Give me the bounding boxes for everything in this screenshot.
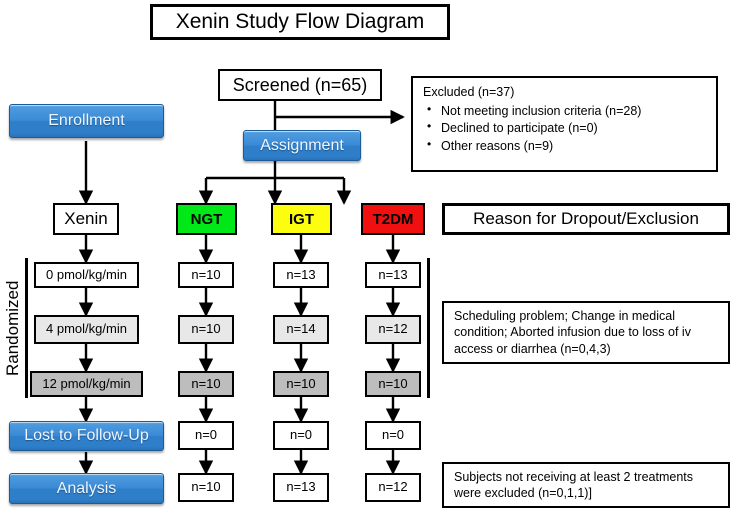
count-t2dm-dose-2: n=12 — [365, 315, 421, 344]
final-exclusion-text: Subjects not receiving at least 2 treatm… — [454, 469, 694, 501]
group-header-t2dm: T2DM — [361, 203, 425, 235]
count-igt-dose-1: n=13 — [273, 262, 329, 288]
stage-lost-to-follow-up[interactable]: Lost to Follow-Up — [9, 421, 164, 451]
page-title: Xenin Study Flow Diagram — [150, 4, 450, 40]
stage-enrollment[interactable]: Enrollment — [9, 104, 164, 138]
count-ngt-lost: n=0 — [178, 421, 234, 450]
list-item: Not meeting inclusion criteria (n=28) — [423, 102, 708, 120]
excluded-header: Excluded (n=37) — [423, 85, 515, 99]
group-bracket-right — [427, 258, 430, 398]
count-ngt-dose-3: n=10 — [178, 371, 234, 397]
count-ngt-dose-1: n=10 — [178, 262, 234, 288]
count-igt-lost: n=0 — [273, 421, 329, 450]
reason-for-dropout-header: Reason for Dropout/Exclusion — [442, 203, 730, 235]
dose-label-row-3: 12 pmol/kg/min — [30, 371, 143, 397]
randomized-bracket — [25, 258, 28, 398]
count-igt-dose-2: n=14 — [273, 315, 329, 344]
xenin-box: Xenin — [53, 203, 119, 235]
excluded-reason-list: Not meeting inclusion criteria (n=28) De… — [423, 102, 708, 155]
excluded-panel: Excluded (n=37) Not meeting inclusion cr… — [411, 76, 718, 172]
stage-assignment[interactable]: Assignment — [243, 130, 361, 161]
dropout-reason-note: Scheduling problem; Change in medical co… — [442, 301, 730, 364]
count-t2dm-dose-3: n=10 — [365, 371, 421, 397]
count-igt-dose-3: n=10 — [273, 371, 329, 397]
randomized-label: Randomized — [3, 280, 22, 376]
screened-box: Screened (n=65) — [218, 69, 382, 101]
dose-label-row-1: 0 pmol/kg/min — [34, 262, 139, 288]
group-header-igt: IGT — [271, 203, 332, 235]
count-igt-analysis: n=13 — [273, 473, 329, 502]
dropout-reason-text: Scheduling problem; Change in medical co… — [454, 308, 691, 356]
final-exclusion-note: Subjects not receiving at least 2 treatm… — [442, 462, 730, 508]
count-ngt-analysis: n=10 — [178, 473, 234, 502]
count-t2dm-dose-1: n=13 — [365, 262, 421, 288]
stage-analysis[interactable]: Analysis — [9, 473, 164, 504]
count-ngt-dose-2: n=10 — [178, 315, 234, 344]
dose-label-row-2: 4 pmol/kg/min — [34, 315, 139, 344]
count-t2dm-lost: n=0 — [365, 421, 421, 450]
group-header-ngt: NGT — [176, 203, 237, 235]
list-item: Declined to participate (n=0) — [423, 119, 708, 137]
count-t2dm-analysis: n=12 — [365, 473, 421, 502]
list-item: Other reasons (n=9) — [423, 137, 708, 155]
